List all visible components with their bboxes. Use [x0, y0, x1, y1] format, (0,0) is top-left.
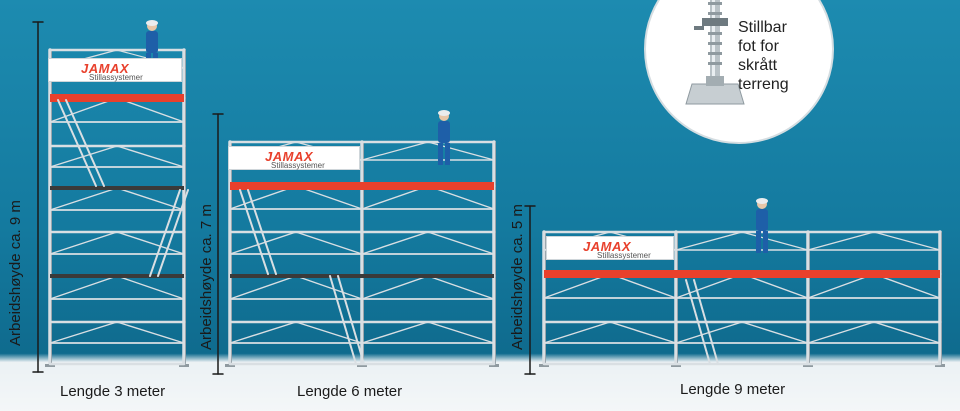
callout-line: fot for: [738, 38, 779, 55]
diagonal-brace: [116, 231, 185, 255]
base-plate: [179, 364, 189, 367]
height-label-5m: Arbeidshøyde ca. 5 m: [509, 204, 526, 350]
diagonal-brace: [295, 321, 363, 344]
diagonal-brace: [49, 231, 118, 255]
diagonal-brace: [229, 321, 297, 344]
guard-brace: [427, 141, 495, 161]
length-label-9m: Lengde 9 meter: [680, 381, 786, 398]
guard-brace: [807, 231, 875, 251]
diagonal-brace: [609, 321, 677, 344]
diagonal-brace: [229, 275, 297, 300]
worker-3-leg: [763, 231, 768, 253]
ladder-rail: [149, 189, 181, 277]
base-plate: [803, 364, 813, 367]
height-label-7m: Arbeidshøyde ca. 7 m: [198, 204, 215, 350]
brand-subtitle: Stillassystemer: [89, 73, 143, 82]
length-label-6m: Lengde 6 meter: [297, 383, 403, 400]
platform-toeboard: [544, 270, 940, 278]
ladder-rail: [65, 99, 105, 187]
worker-2-leg: [438, 143, 443, 165]
diagonal-brace: [116, 275, 185, 300]
diagonal-brace: [361, 231, 429, 255]
ladder-rail: [329, 275, 357, 365]
base-plate: [489, 364, 499, 367]
base-plate: [225, 364, 235, 367]
ladder-rail: [693, 279, 719, 365]
guard-brace: [741, 231, 809, 251]
base-plate: [357, 364, 367, 367]
length-label-3m: Lengde 3 meter: [60, 383, 166, 400]
brand-subtitle: Stillassystemer: [597, 251, 651, 260]
ladder-rail: [57, 99, 97, 187]
platform-toeboard: [230, 182, 494, 190]
ladder-rail: [247, 189, 277, 275]
brand-name: JAMAX: [583, 239, 632, 254]
base-plate: [671, 364, 681, 367]
deck: [50, 186, 184, 190]
diagonal-brace: [361, 275, 429, 300]
diagonal-brace: [741, 321, 809, 344]
worker-3-body: [756, 209, 768, 231]
diagonal-brace: [116, 321, 185, 344]
base-plate: [539, 364, 549, 367]
diagonal-brace: [49, 275, 118, 300]
diagonal-brace: [543, 321, 611, 344]
ladder-rail: [157, 189, 189, 277]
diagonal-brace: [295, 231, 363, 255]
worker-2-body: [438, 121, 450, 143]
worker-1-helmet: [146, 20, 158, 26]
brand-name: JAMAX: [265, 149, 314, 164]
diagonal-brace: [229, 231, 297, 255]
diagonal-brace: [116, 187, 185, 211]
deck: [230, 274, 494, 278]
diagonal-brace: [295, 275, 363, 300]
brand-board-3: JAMAX Stillassystemer: [546, 236, 674, 260]
adjustable-foot-icon: [685, 0, 745, 105]
diagonal-brace: [49, 187, 118, 211]
callout-line: Stillbar: [738, 19, 787, 36]
diagonal-brace: [807, 321, 875, 344]
floor: [0, 362, 960, 411]
ladder-rail: [685, 279, 711, 365]
worker-3-helmet: [756, 198, 768, 204]
height-label-9m: Arbeidshøyde ca. 9 m: [7, 200, 24, 346]
guard-brace: [873, 231, 941, 251]
diagonal-brace: [116, 145, 185, 168]
worker-2-helmet: [438, 110, 450, 116]
diagonal-brace: [427, 275, 495, 300]
deck: [50, 274, 184, 278]
callout-text: Stillbar fot for skrått terreng: [738, 18, 818, 94]
diagonal-brace: [427, 321, 495, 344]
base-plate: [45, 364, 55, 367]
callout-line: skrått: [738, 57, 778, 74]
ladder-rail: [337, 275, 365, 365]
platform-toeboard: [50, 94, 184, 102]
guard-brace: [361, 141, 429, 161]
diagonal-brace: [361, 321, 429, 344]
ladder-rail: [239, 189, 269, 275]
callout-line: terreng: [738, 76, 789, 93]
worker-3-leg: [756, 231, 761, 253]
diagonal-brace: [49, 321, 118, 344]
base-plate: [935, 364, 945, 367]
brand-board-1: JAMAX Stillassystemer: [48, 58, 182, 82]
adjustable-foot-callout: Stillbar fot for skrått terreng: [644, 0, 834, 144]
worker-1-body: [146, 31, 158, 53]
guard-brace: [675, 231, 743, 251]
diagonal-brace: [873, 321, 941, 344]
brand-board-2: JAMAX Stillassystemer: [228, 146, 360, 170]
diagonal-brace: [427, 231, 495, 255]
brand-subtitle: Stillassystemer: [271, 161, 325, 170]
brand-name: JAMAX: [81, 61, 130, 76]
worker-2-leg: [445, 143, 450, 165]
